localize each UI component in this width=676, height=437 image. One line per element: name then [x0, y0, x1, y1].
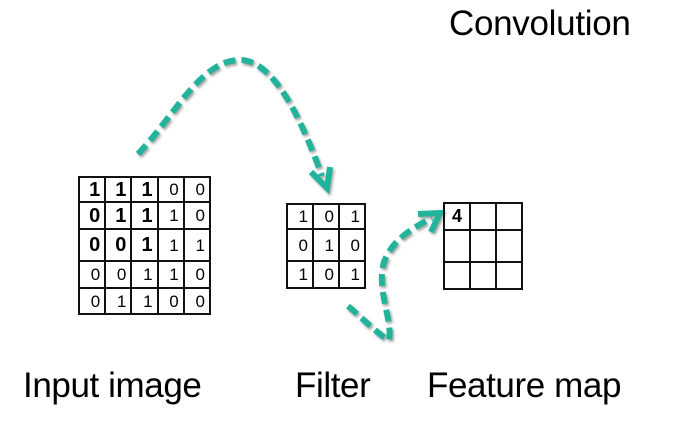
grid-cell: 0	[77, 287, 107, 315]
filter-grid: 1 0 1 0 1 0 1 0 1	[286, 203, 366, 289]
grid-cell: 0	[156, 287, 185, 315]
arrow-head-icon	[417, 209, 445, 234]
grid-cell: 0	[104, 228, 133, 262]
grid-cell: 0	[77, 201, 107, 230]
grid-cell: 1	[130, 260, 159, 289]
grid-cell: 1	[130, 201, 159, 230]
grid-cell: 0	[156, 176, 185, 203]
grid-cell: 4	[443, 202, 471, 231]
grid-cell: 1	[156, 201, 185, 230]
grid-cell: 0	[338, 228, 366, 262]
filter-label: Filter	[295, 366, 371, 405]
grid-cell: 1	[156, 260, 185, 289]
grid-cell: 0	[104, 260, 133, 289]
grid-cell: 1	[104, 176, 133, 203]
grid-cell: 0	[286, 228, 314, 262]
grid-cell	[495, 202, 523, 231]
grid-cell: 0	[182, 287, 211, 315]
grid-cell	[495, 261, 523, 290]
grid-cell: 1	[338, 260, 366, 289]
feature-map-label: Feature map	[427, 366, 622, 405]
grid-cell: 0	[77, 228, 107, 262]
grid-cell: 1	[156, 228, 185, 262]
grid-cell: 0	[312, 203, 340, 230]
grid-cell: 1	[286, 260, 314, 289]
grid-cell: 0	[312, 260, 340, 289]
grid-cell	[469, 229, 497, 263]
arrow-path	[135, 56, 325, 178]
diagram-title: Convolution	[449, 4, 631, 43]
grid-cell: 1	[130, 228, 159, 262]
grid-cell: 0	[182, 176, 211, 203]
arrow-head-icon	[308, 166, 333, 195]
grid-cell: 0	[182, 201, 211, 230]
grid-cell: 1	[104, 201, 133, 230]
feature-map-grid: 4	[443, 202, 523, 290]
grid-cell: 1	[104, 287, 133, 315]
grid-cell	[443, 229, 471, 263]
grid-cell: 1	[130, 287, 159, 315]
grid-cell: 0	[77, 260, 107, 289]
grid-cell: 1	[286, 203, 314, 230]
grid-cell: 0	[182, 260, 211, 289]
grid-cell: 1	[77, 176, 107, 203]
input-image-label: Input image	[23, 366, 202, 405]
grid-cell	[469, 261, 497, 290]
grid-cell: 1	[182, 228, 211, 262]
grid-cell: 1	[130, 176, 159, 203]
grid-cell	[469, 202, 497, 231]
input-to-filter-arrow	[135, 56, 333, 195]
grid-cell	[443, 261, 471, 290]
grid-cell	[495, 229, 523, 263]
grid-cell: 1	[338, 203, 366, 230]
grid-cell: 1	[312, 228, 340, 262]
input-image-grid: 1 1 1 0 0 0 1 1 1 0 0 0 1 1 1 0 0 1 1 0 …	[77, 176, 211, 315]
